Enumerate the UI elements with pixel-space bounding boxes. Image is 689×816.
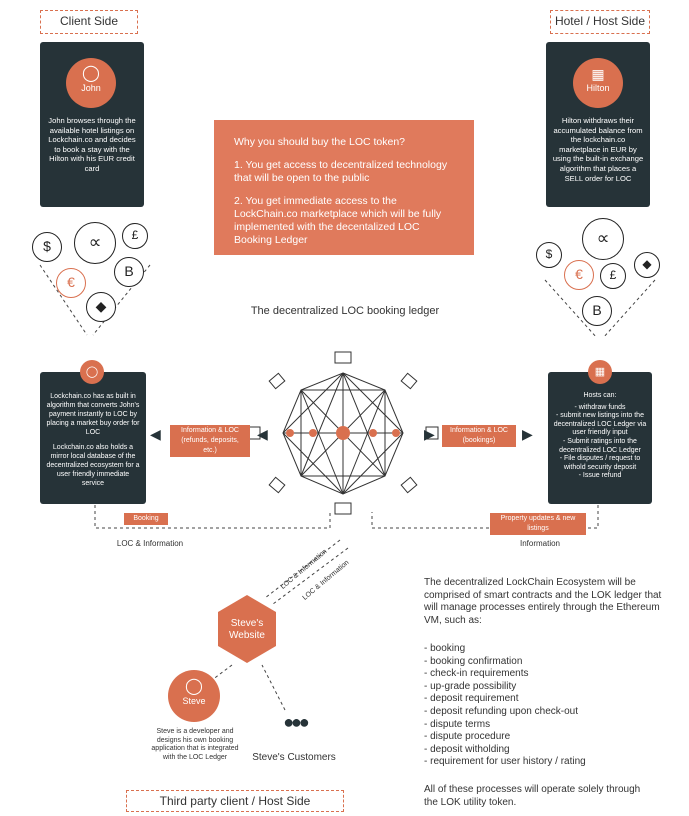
ecosystem-outro: All of these processes will operate sole… <box>424 784 641 808</box>
loc-token-icon-right: ∝ <box>582 218 624 260</box>
info-loc-right-label: Information & LOC (bookings) <box>442 425 516 447</box>
bitcoin-icon-right: B <box>582 296 612 326</box>
john-description: John browses through the available hotel… <box>48 116 136 173</box>
info-loc-left-label: Information & LOC (refunds, deposits, et… <box>170 425 250 457</box>
ecosystem-item: - requirement for user history / rating <box>424 756 586 768</box>
steve-name: Steve <box>182 696 206 706</box>
ecosystem-list: - booking - booking confirmation - check… <box>424 643 664 769</box>
steve-avatar: ◯ Steve <box>168 670 220 722</box>
ecosystem-item: - dispute procedure <box>424 731 511 743</box>
dollar-icon-right: $ <box>536 242 562 268</box>
pound-icon-right: £ <box>600 263 626 289</box>
lockchain-right-badge: ▦ <box>588 360 612 384</box>
bitcoin-icon: B <box>114 257 144 287</box>
loc-token-icon: ∝ <box>74 222 116 264</box>
lockchain-right-panel: Hosts can: - withdraw funds - submit new… <box>548 372 652 504</box>
arrow-right-icon: ▶ <box>424 426 435 442</box>
ecosystem-item: - up-grade possibility <box>424 680 517 692</box>
loc-info-left-text: LOC & Information <box>116 539 184 548</box>
euro-icon-right: € <box>564 260 594 290</box>
why-title: Why you should buy the LOC token? <box>234 136 406 148</box>
john-name: John <box>81 83 101 93</box>
steves-customers-label: Steve's Customers <box>252 752 336 763</box>
steve-website-label: Steve's Website <box>229 618 265 641</box>
euro-icon: € <box>56 268 86 298</box>
ecosystem-item: - deposit witholding <box>424 743 510 755</box>
why-loc-box: Why you should buy the LOC token? 1. You… <box>214 120 474 255</box>
steve-description: Steve is a developer and designs his own… <box>151 728 239 761</box>
person-icon: ◯ <box>82 65 100 82</box>
pound-icon: £ <box>122 223 148 249</box>
dollar-icon: $ <box>32 232 62 262</box>
hotel-icon: ▦ <box>591 66 605 82</box>
hilton-description: Hilton withdraws their accumulated balan… <box>552 116 644 183</box>
ledger-nodes <box>286 426 400 440</box>
arrow-right-icon-2: ▶ <box>522 426 533 442</box>
arrow-left-icon: ◀ <box>150 426 161 442</box>
information-right-text: Information <box>519 539 561 548</box>
property-updates-label: Property updates & new listings <box>490 513 586 535</box>
ecosystem-item: - booking confirmation <box>424 655 523 667</box>
ledger-title: The decentralized LOC booking ledger <box>250 305 440 317</box>
laptop-icons <box>247 351 439 515</box>
right-panel-title: Hosts can: <box>583 392 617 399</box>
why-point-2: 2. You get immediate access to the LockC… <box>234 195 442 246</box>
lockchain-left-badge: ◯ <box>80 360 104 384</box>
ecosystem-intro: The decentralized LockChain Ecosystem wi… <box>424 577 662 626</box>
lockchain-left-panel: Lockchain.co has as built in algorithm t… <box>40 372 146 504</box>
ecosystem-item: - check-in requirements <box>424 668 529 680</box>
ether-icon: ◆ <box>86 292 116 322</box>
booking-label: Booking <box>124 513 168 525</box>
steve-website-hexagon <box>218 595 276 663</box>
right-panel-items: - withdraw funds - submit new listings i… <box>553 403 647 480</box>
left-panel-p2: Lockchain.co also holds a mirror local d… <box>46 444 140 487</box>
client-side-tag: Client Side <box>40 10 138 34</box>
ecosystem-item: - deposit refunding upon check-out <box>424 705 578 717</box>
why-point-1: 1. You get access to decentralized techn… <box>234 159 448 184</box>
customers-icon: ●●● <box>283 712 310 732</box>
ecosystem-item: - deposit requirement <box>424 693 519 705</box>
hilton-avatar: ▦ Hilton <box>573 58 623 108</box>
third-party-tag: Third party client / Host Side <box>126 790 344 812</box>
left-panel-p1: Lockchain.co has as built in algorithm t… <box>46 393 140 436</box>
ecosystem-item: - booking <box>424 643 466 654</box>
hilton-name: Hilton <box>586 83 610 93</box>
ether-icon-right: ◆ <box>634 252 660 278</box>
john-avatar: ◯ John <box>66 58 116 108</box>
ecosystem-item: - dispute terms <box>424 718 491 730</box>
arrow-left-icon-2: ◀ <box>257 426 268 442</box>
host-side-tag: Hotel / Host Side <box>550 10 650 34</box>
person-icon-steve: ◯ <box>185 678 203 695</box>
